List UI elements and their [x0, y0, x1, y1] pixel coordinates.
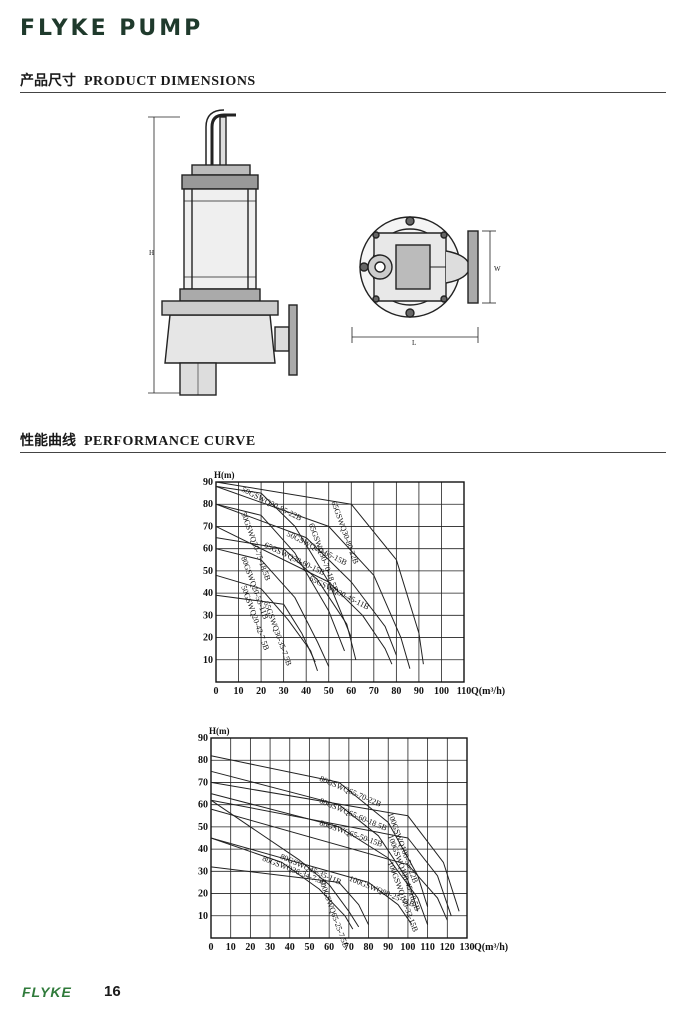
series-line: [215, 537, 357, 660]
series-line: [210, 755, 429, 908]
series-line: [210, 770, 419, 912]
y-axis-label: H(m): [209, 726, 230, 736]
series-line: [215, 503, 397, 656]
x-tick-label: 80: [391, 686, 401, 697]
x-tick-label: 60: [346, 686, 356, 697]
series-line: [210, 866, 369, 925]
series-line: [215, 525, 393, 665]
page-number: 16: [104, 983, 121, 1000]
series-line: [210, 799, 360, 928]
y-tick-label: 20: [198, 889, 208, 900]
y-tick-label: 90: [198, 733, 208, 744]
x-tick-label: 10: [226, 942, 236, 953]
x-tick-label: 80: [364, 942, 374, 953]
x-tick-label: 60: [324, 942, 334, 953]
x-tick-label: 130: [460, 942, 475, 953]
brand-title: FLYKE PUMP: [20, 16, 204, 41]
x-tick-label: 40: [285, 942, 295, 953]
series-label: 65GSWQ30-45-11B: [308, 574, 371, 612]
section-performance-curve: 性能曲线 PERFORMANCE CURVE: [20, 430, 666, 453]
dimension-label-h: H: [149, 249, 154, 257]
y-tick-label: 20: [203, 633, 213, 644]
x-tick-label: 30: [279, 686, 289, 697]
y-tick-label: 70: [203, 521, 213, 532]
y-tick-label: 70: [198, 777, 208, 788]
section-title-cn: 产品尺寸: [20, 73, 76, 89]
y-tick-label: 50: [203, 566, 213, 577]
y-tick-label: 80: [198, 755, 208, 766]
series-line: [215, 594, 316, 663]
plot-frame: [215, 481, 465, 683]
section-product-dimensions: 产品尺寸 PRODUCT DIMENSIONS: [20, 70, 666, 93]
section-title-en: PERFORMANCE CURVE: [84, 434, 256, 449]
series-line: [210, 837, 413, 925]
x-axis-label: Q(m³/h): [474, 942, 508, 953]
series-line: [210, 808, 448, 921]
series-line: [215, 485, 352, 638]
series-line: [215, 574, 318, 672]
x-tick-label: 20: [245, 942, 255, 953]
y-tick-label: 60: [198, 800, 208, 811]
y-tick-label: 40: [203, 588, 213, 599]
y-tick-label: 90: [203, 477, 213, 488]
x-tick-label: 110: [420, 942, 434, 953]
y-tick-label: 30: [198, 866, 208, 877]
y-tick-label: 50: [198, 822, 208, 833]
x-tick-label: 30: [265, 942, 275, 953]
y-tick-label: 80: [203, 499, 213, 510]
chart-grid: [210, 737, 468, 939]
y-tick-label: 10: [198, 911, 208, 922]
x-tick-label: 120: [440, 942, 455, 953]
pump-top-view: [351, 216, 496, 343]
dimension-label-w: W: [494, 265, 501, 273]
x-tick-label: 110: [457, 686, 471, 697]
x-tick-label: 100: [400, 942, 415, 953]
series-line: [210, 793, 429, 925]
series-line: [215, 503, 345, 652]
section-title-cn: 性能曲线: [20, 433, 76, 449]
x-tick-label: 50: [304, 942, 314, 953]
x-tick-label: 90: [383, 942, 393, 953]
y-tick-label: 60: [203, 544, 213, 555]
x-tick-label: 0: [214, 686, 219, 697]
x-tick-label: 50: [324, 686, 334, 697]
y-tick-label: 10: [203, 655, 213, 666]
x-tick-label: 10: [234, 686, 244, 697]
x-tick-label: 100: [434, 686, 449, 697]
section-title-en: PRODUCT DIMENSIONS: [84, 74, 256, 89]
series-line: [210, 799, 452, 916]
y-tick-label: 40: [198, 844, 208, 855]
pump-side-view: [148, 109, 298, 396]
footer-logo: FLYKE: [22, 984, 72, 1000]
x-tick-label: 70: [369, 686, 379, 697]
x-tick-label: 70: [344, 942, 354, 953]
y-tick-label: 30: [203, 610, 213, 621]
pump-dimension-drawing: H L W: [148, 109, 501, 396]
x-axis-label: Q(m³/h): [471, 686, 505, 697]
x-tick-label: 40: [301, 686, 311, 697]
series-line: [215, 481, 424, 665]
series-line: [215, 548, 330, 667]
series-line: [215, 485, 411, 669]
y-axis-label: H(m): [214, 470, 235, 480]
x-tick-label: 20: [256, 686, 266, 697]
x-tick-label: 90: [414, 686, 424, 697]
plot-frame: [210, 737, 468, 939]
dimension-label-l: L: [412, 339, 416, 347]
series-line: [210, 837, 354, 930]
x-tick-label: 0: [209, 942, 214, 953]
series-line: [210, 781, 460, 912]
